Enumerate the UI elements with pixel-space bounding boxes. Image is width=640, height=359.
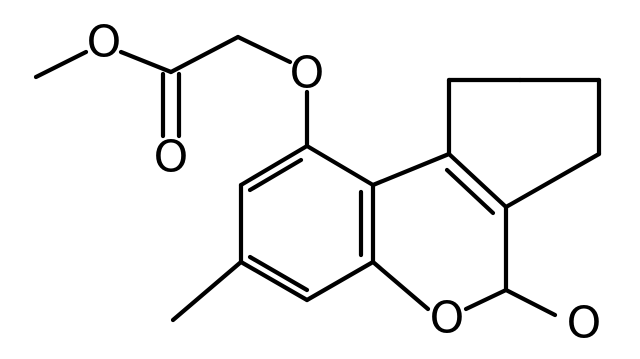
pyranone-ring xyxy=(370,151,558,318)
aryl-ether-oxygen-label: O xyxy=(290,48,325,99)
lactone-carbonyl-oxygen-label: O xyxy=(567,298,602,349)
ester-ether-oxygen-label: O xyxy=(87,17,122,68)
ring-oxygen-label: O xyxy=(430,293,465,344)
bond-arom-c6-c5 xyxy=(238,259,310,303)
bond-arom-c6-c5-inner xyxy=(247,254,310,293)
bond-methoxy-o-to-carbonyl-c xyxy=(118,49,174,75)
bond-c9b-c3a-inner xyxy=(444,167,496,216)
bond-arom-c8-c7 xyxy=(238,143,310,188)
bond-lactone-carbonyl xyxy=(503,287,558,318)
bond-c9b-c3a xyxy=(446,151,509,210)
bond-c4-ring-o xyxy=(463,287,509,312)
bond-c3b-c3a xyxy=(503,151,602,210)
ester-carbonyl-oxygen-label: O xyxy=(154,132,189,183)
bond-arom-c9a-c8 xyxy=(304,143,376,188)
methyl-ester-side-chain xyxy=(33,34,310,149)
bond-carbonyl-c-to-ch2 xyxy=(168,34,241,75)
bond-arom-c5-c4a xyxy=(304,259,376,303)
atom-labels: O O O O O xyxy=(87,17,602,349)
bond-aryl-methyl xyxy=(170,259,244,323)
benzene-ring xyxy=(170,143,376,323)
cyclopentane-ring xyxy=(446,77,602,210)
bond-ring-o-c4a xyxy=(370,259,431,312)
bond-arom-c8-c7-inner xyxy=(247,157,304,193)
bond-methoxy-methyl xyxy=(33,49,89,80)
bond-ch2-to-ether-o xyxy=(235,34,293,65)
bond-c9a-c9b xyxy=(370,151,452,188)
